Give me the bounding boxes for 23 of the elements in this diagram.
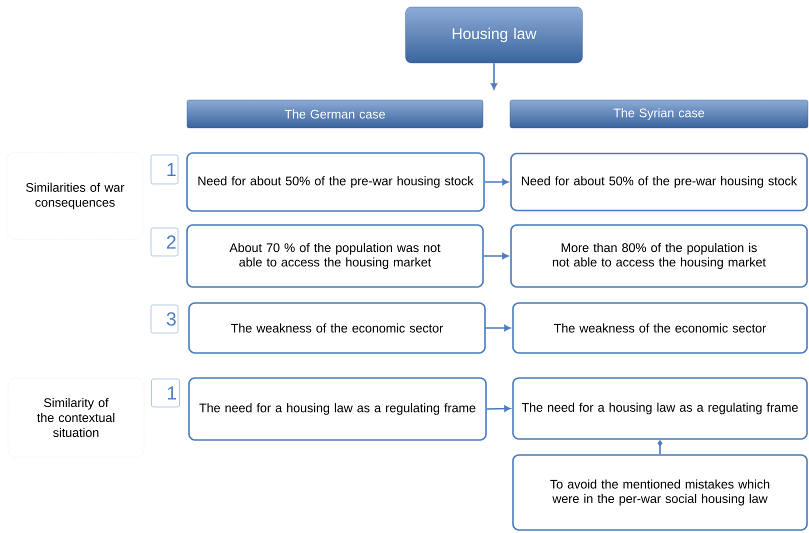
text-box: The weakness of the economic sector <box>188 302 486 354</box>
text-box: About 70 % of the population was not able to access the housing market <box>186 224 484 288</box>
number-box: 3 <box>150 304 178 334</box>
text-box: Need for about 50% of the pre-war housing stock <box>510 152 808 212</box>
category-box: Similarity of the contextual situation <box>8 378 144 458</box>
text-box: Need for about 50% of the pre-war housing stock <box>186 152 485 212</box>
column-header: The German case <box>186 100 484 128</box>
arrow <box>484 178 508 186</box>
number-box: 1 <box>150 154 178 184</box>
category-box: Similarities of war consequences <box>6 152 144 240</box>
text-box: The weakness of the economic sector <box>512 302 808 354</box>
arrow <box>484 252 508 260</box>
number-box: 2 <box>150 228 178 256</box>
number-box: 1 <box>151 378 180 408</box>
title-box: Housing law <box>405 6 583 64</box>
text-box: To avoid the mentioned mistakes which were in the per-war social housing law <box>512 454 808 531</box>
text-box: The need for a housing law as a regulating frame <box>188 377 487 441</box>
arrow <box>490 63 498 90</box>
arrow <box>486 324 510 332</box>
text-box: More than 80% of the population is not able to access the housing market <box>510 224 808 288</box>
text-box: The need for a housing law as a regulating frame <box>512 377 808 440</box>
arrow <box>486 405 510 412</box>
column-header: The Syrian case <box>510 100 808 128</box>
